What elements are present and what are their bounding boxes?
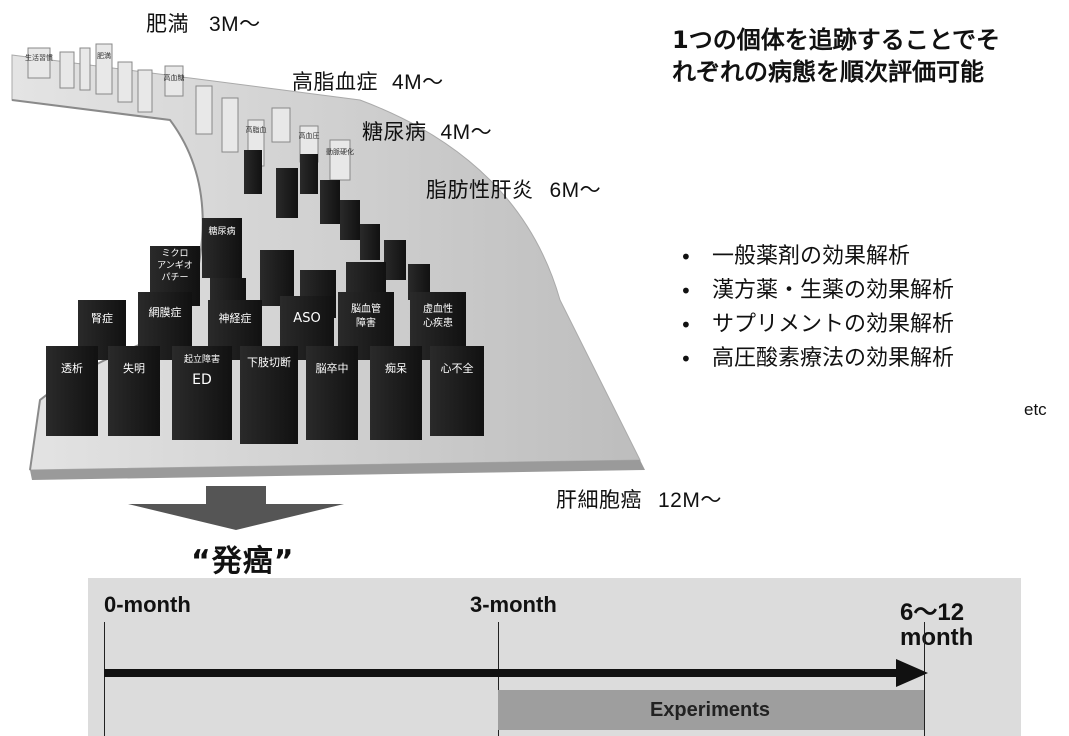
- front-block-label: 起立障害: [184, 353, 220, 365]
- disease-onset: 4M〜: [440, 121, 493, 144]
- list-item: 一般薬剤の効果解析: [672, 240, 1062, 274]
- front-block-label: 下肢切断: [247, 355, 291, 369]
- disease-onset: 12M〜: [658, 489, 722, 512]
- disease-label-hcc: 肝細胞癌 12M〜: [556, 484, 722, 514]
- disease-onset: 3M〜: [209, 13, 261, 36]
- front-block-label: 透析: [61, 361, 83, 375]
- third-block-label: 糖尿病: [208, 225, 235, 237]
- carcinogenesis-caption: “発癌”: [191, 544, 295, 579]
- down-arrow-icon: [128, 486, 344, 530]
- second-block-label: 網膜症: [149, 305, 182, 319]
- far-block-label: 高血糖: [164, 73, 185, 82]
- etc-label: etc: [1024, 400, 1047, 419]
- disease-onset: 4M〜: [392, 71, 444, 94]
- disease-onset: 6M〜: [549, 179, 602, 202]
- timeline-end-unit: month: [900, 624, 974, 651]
- experiments-label: Experiments: [649, 699, 771, 721]
- far-block-label: 動脈硬化: [326, 147, 354, 156]
- disease-progression-illustration: 透析 失明 起立障害 ED 下肢切断 脳卒中 痴呆 心不全 腎症 網膜症 神経症…: [11, 43, 645, 480]
- front-block-label: ED: [192, 372, 212, 388]
- disease-name: 糖尿病: [362, 120, 427, 144]
- list-item: サプリメントの効果解析: [672, 308, 1062, 342]
- disease-label-obesity: 肥満 3M〜: [146, 8, 261, 38]
- second-block-label: 虚血性: [423, 302, 453, 315]
- road-shadow: [30, 460, 645, 480]
- second-block-label: 脳血管: [351, 302, 381, 315]
- list-item: 漢方薬・生薬の効果解析: [672, 274, 1062, 308]
- timeline-mid-label: 3-month: [470, 592, 557, 617]
- third-block-label: ミクロ: [161, 248, 188, 259]
- front-block-label: 痴呆: [385, 361, 407, 375]
- second-block-label: ASO: [293, 311, 320, 326]
- front-block-label: 失明: [123, 362, 145, 375]
- far-block-label: 高脂血: [246, 125, 267, 134]
- far-blocks: [27, 43, 351, 181]
- disease-name: 肥満: [146, 12, 189, 36]
- second-block-label: 神経症: [219, 311, 252, 325]
- analysis-list: 一般薬剤の効果解析 漢方薬・生薬の効果解析 サプリメントの効果解析 高圧酸素療法…: [672, 240, 1062, 376]
- disease-label-hyperlipidemia: 高脂血症 4M〜: [292, 66, 444, 96]
- mid-blocks: [244, 150, 430, 300]
- list-item: 高圧酸素療法の効果解析: [672, 342, 1062, 376]
- headline-line-1: 1つの個体を追跡することでそ: [672, 26, 1000, 54]
- disease-label-diabetes: 糖尿病 4M〜: [362, 116, 492, 146]
- timeline-tick-mid: [498, 622, 499, 736]
- timeline-arrow-icon: [104, 659, 928, 687]
- timeline-tick-end: [924, 622, 925, 736]
- timeline-start-label: 0-month: [104, 592, 191, 617]
- third-block-label: アンギオ: [157, 260, 193, 271]
- far-block-label: 生活習慣: [25, 53, 53, 62]
- timeline-tick-start: [104, 622, 105, 736]
- second-block-label: 障害: [356, 316, 376, 329]
- second-block-label: 心疾患: [423, 316, 453, 329]
- experiments-box: [498, 690, 924, 730]
- second-block-label: 腎症: [91, 311, 113, 325]
- headline: 1つの個体を追跡することでそ れぞれの病態を順次評価可能: [672, 24, 1062, 88]
- front-row-blocks: [46, 346, 484, 444]
- disease-name: 脂肪性肝炎: [426, 178, 534, 202]
- disease-name: 高脂血症: [292, 70, 378, 94]
- far-block-label: 高血圧: [299, 131, 320, 140]
- timeline-end-label: 6〜12: [900, 599, 965, 626]
- disease-name: 肝細胞癌: [556, 488, 642, 512]
- front-block-label: 脳卒中: [316, 361, 349, 375]
- far-block-label: 肥満: [97, 52, 111, 60]
- headline-line-2: れぞれの病態を順次評価可能: [672, 58, 984, 86]
- third-block-label: パチー: [161, 272, 188, 283]
- disease-label-steatohepatitis: 脂肪性肝炎 6M〜: [426, 174, 601, 204]
- front-block-label: 心不全: [441, 361, 474, 375]
